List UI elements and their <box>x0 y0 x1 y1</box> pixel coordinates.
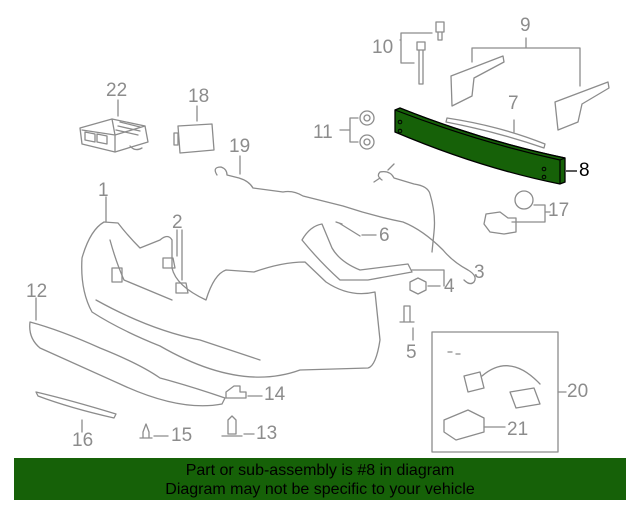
callout-4: 4 <box>444 276 455 297</box>
sensor-retainer-17-icon <box>483 190 551 235</box>
callout-1: 1 <box>98 180 109 201</box>
side-bracket-3-icon <box>301 223 445 287</box>
brackets-9-icon <box>450 37 610 131</box>
bolts-10-icon <box>399 21 445 85</box>
lower-valance-12-icon <box>29 297 226 407</box>
wiring-harness-19-icon <box>214 155 476 285</box>
reinforcement-bar-8-icon <box>394 107 577 185</box>
nuts-11-icon <box>339 110 375 150</box>
callout-10: 10 <box>372 37 394 58</box>
callout-3: 3 <box>474 262 485 283</box>
parts-diagram <box>29 21 610 453</box>
callout-11: 11 <box>313 122 333 143</box>
retainer-14-icon <box>225 385 263 399</box>
banner-line-disclaimer: Diagram may not be specific to your vehi… <box>165 481 475 498</box>
callout-19: 19 <box>229 136 251 157</box>
push-pin-15-icon <box>139 423 169 439</box>
bumper-cover-1-icon <box>81 196 381 378</box>
trim-strip-16-icon <box>35 391 117 433</box>
banner-line-part-number: Part or sub-assembly is #8 in diagram <box>185 462 455 479</box>
screw-5-icon <box>399 305 415 341</box>
callout-12: 12 <box>26 281 48 302</box>
sensor-module-18-icon <box>173 105 215 154</box>
callout-6: 6 <box>379 225 390 246</box>
callout-17: 17 <box>548 200 570 221</box>
pin-6-icon <box>335 221 377 237</box>
control-module-22-icon <box>79 99 149 153</box>
callout-20: 20 <box>567 381 589 402</box>
nut-4-icon <box>409 277 441 295</box>
callout-14: 14 <box>264 384 286 405</box>
callout-5: 5 <box>406 342 417 363</box>
callout-16: 16 <box>72 430 94 451</box>
callout-22: 22 <box>106 80 128 101</box>
callout-13: 13 <box>256 423 278 444</box>
part-info-banner: Part or sub-assembly is #8 in diagram Di… <box>14 458 626 500</box>
screw-13-icon <box>221 415 255 437</box>
energy-absorber-strip-7-icon <box>445 117 546 149</box>
callout-8[interactable]: 8 <box>579 160 590 181</box>
callout-18: 18 <box>188 86 210 107</box>
camera-kit-20-21-icon <box>431 331 567 453</box>
callout-7: 7 <box>508 93 519 114</box>
callout-9: 9 <box>520 15 531 36</box>
callout-15: 15 <box>171 425 193 446</box>
callout-21: 21 <box>507 419 529 440</box>
clips-2-icon <box>162 229 189 294</box>
callout-2: 2 <box>172 212 183 233</box>
